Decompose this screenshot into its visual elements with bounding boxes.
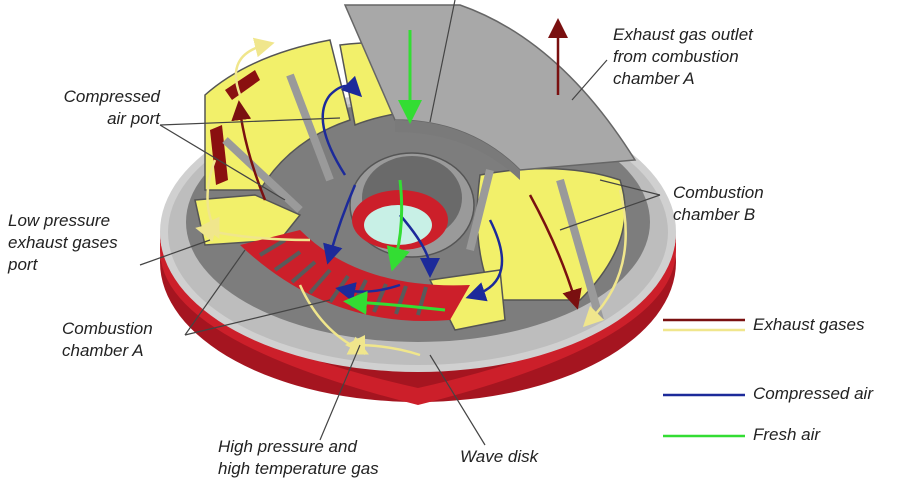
label-wave-disk: Wave disk [460,446,538,468]
label-low-pressure-port-line1: Low pressure [8,211,111,230]
label-low-pressure-port: Low pressure exhaust gases port [8,210,118,276]
central-hub [349,152,475,258]
label-high-pressure-line2: high temperature gas [218,459,379,478]
label-combustion-chamber-b-line1: Combustion [673,183,764,202]
engine-illustration [139,0,745,446]
label-compressed-air-port-line1: Compressed [63,87,160,106]
label-combustion-chamber-b-line2: chamber B [673,205,756,224]
legend-fresh-air: Fresh air [753,425,821,444]
legend-exhaust-gases: Exhaust gases [753,315,865,334]
legend-compressed-air: Compressed air [753,384,873,403]
label-high-pressure-line1: High pressure and [218,437,357,456]
label-exhaust-outlet: Exhaust gas outlet from combustion chamb… [613,24,753,90]
label-compressed-air-port-line2: air port [107,109,160,128]
label-exhaust-outlet-line1: Exhaust gas outlet [613,25,753,44]
exhaust-flow-light [195,37,627,357]
label-high-pressure: High pressure and high temperature gas [218,436,379,480]
leader-lines [139,0,661,446]
label-combustion-chamber-a: Combustion chamber A [62,318,153,362]
compressed-air-flow [321,75,504,302]
label-low-pressure-port-line3: port [8,255,38,274]
exhaust-flow-dark [231,18,582,310]
label-exhaust-outlet-line2: from combustion [613,47,739,66]
label-combustion-chamber-a-line1: Combustion [62,319,153,338]
label-combustion-chamber-a-line2: chamber A [62,341,144,360]
legend-swatches [663,318,745,438]
label-exhaust-outlet-line3: chamber A [613,69,695,88]
label-wave-disk-text: Wave disk [460,447,539,466]
label-combustion-chamber-b: Combustion chamber B [673,182,764,226]
wave-disk-diagram: Exhaust gas outlet from combustion chamb… [8,0,873,478]
label-compressed-air-port: Compressed air port [38,86,160,130]
chamber-dividers [222,73,604,322]
label-low-pressure-port-line2: exhaust gases [8,233,118,252]
fresh-air-flow [343,30,446,315]
